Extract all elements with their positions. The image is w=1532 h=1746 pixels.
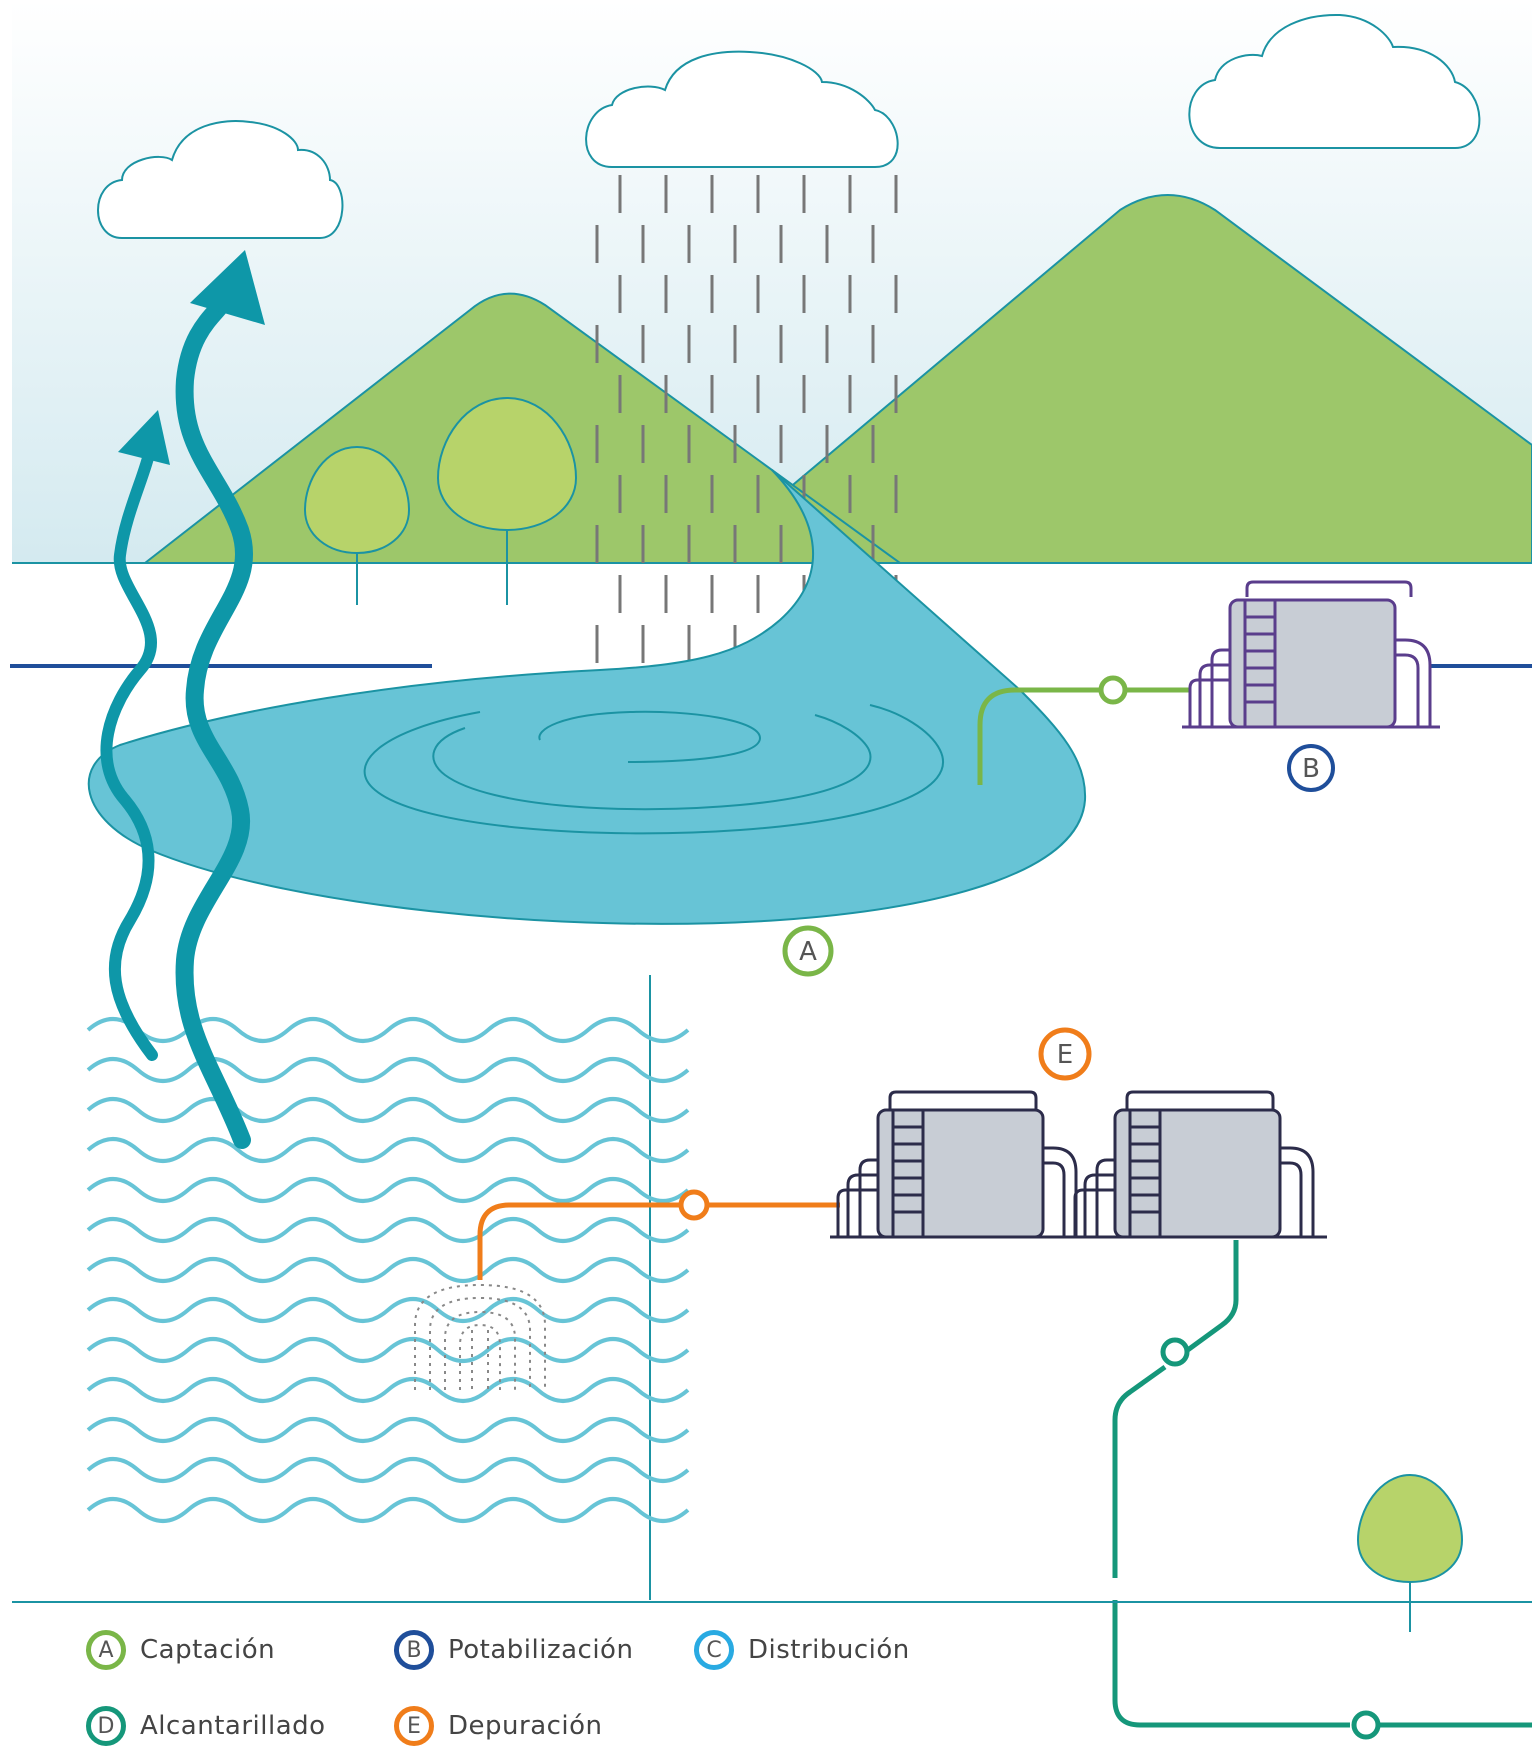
sea-waves — [86, 1017, 690, 1523]
legend-badge-b: B — [394, 1630, 434, 1670]
depuration-plant-2 — [1073, 1090, 1315, 1239]
evaporation-arrow-thin — [100, 410, 170, 1061]
legend-label-potabilizacion: Potabilización — [448, 1635, 634, 1665]
lake-ripples — [363, 704, 944, 835]
sea-wave — [86, 1257, 690, 1283]
discharge-pipe-node — [678, 1189, 710, 1221]
legend-item-potabilizacion: B Potabilización — [394, 1630, 633, 1670]
legend-badge-a: A — [86, 1630, 126, 1670]
sea-wave — [86, 1097, 690, 1123]
marker-a: A — [782, 925, 834, 977]
cloud-right — [1188, 13, 1481, 149]
tree-bottom-right — [1356, 1473, 1464, 1632]
legend-item-depuracion: E Depuración — [394, 1706, 603, 1746]
sea-wave — [86, 1137, 690, 1163]
sea-wave — [86, 1417, 690, 1443]
sewer-node-1 — [1160, 1337, 1190, 1367]
tree-small — [303, 445, 411, 605]
lake — [87, 469, 1087, 925]
discharge-pipe — [477, 1202, 840, 1280]
sea-wave — [86, 1297, 690, 1323]
sea-wave — [86, 1017, 690, 1043]
sea-wave — [86, 1217, 690, 1243]
intake-pipe-node — [1098, 675, 1128, 705]
legend: A Captación B Potabilización C Distribuc… — [0, 1600, 1532, 1746]
marker-b-letter: B — [1302, 754, 1320, 784]
legend-label-alcantarillado: Alcantarillado — [140, 1711, 326, 1741]
cloud-left — [97, 120, 344, 239]
sea-wave — [86, 1177, 690, 1203]
cloud-center — [585, 50, 899, 168]
sewer-node-2 — [1351, 1710, 1381, 1740]
legend-label-depuracion: Depuración — [448, 1711, 603, 1741]
legend-badge-d: D — [86, 1706, 126, 1746]
depuration-plant-1 — [836, 1090, 1078, 1239]
sewer-line — [1112, 1240, 1532, 1728]
marker-a-letter: A — [799, 937, 817, 967]
legend-item-alcantarillado: D Alcantarillado — [86, 1706, 326, 1746]
sea-wave — [86, 1057, 690, 1083]
potabilization-plant — [1182, 580, 1440, 729]
sea-wave — [86, 1377, 690, 1403]
sea-wave — [86, 1337, 690, 1363]
sea-wave — [86, 1497, 690, 1523]
evaporation-arrow-thick — [175, 250, 265, 1149]
legend-label-distribucion: Distribución — [748, 1635, 910, 1665]
submarine-outfall — [414, 1283, 546, 1390]
rain — [595, 175, 898, 713]
mountain-right — [697, 194, 1532, 564]
sea-wave — [86, 1457, 690, 1483]
legend-badge-c: C — [694, 1630, 734, 1670]
legend-label-captacion: Captación — [140, 1635, 276, 1665]
tree-large — [436, 396, 578, 605]
legend-badge-e: E — [394, 1706, 434, 1746]
legend-item-captacion: A Captación — [86, 1630, 275, 1670]
marker-e-letter: E — [1057, 1040, 1073, 1070]
intake-pipe — [977, 687, 1190, 785]
marker-b: B — [1287, 744, 1335, 792]
legend-item-distribucion: C Distribución — [694, 1630, 910, 1670]
marker-e: E — [1038, 1027, 1092, 1081]
